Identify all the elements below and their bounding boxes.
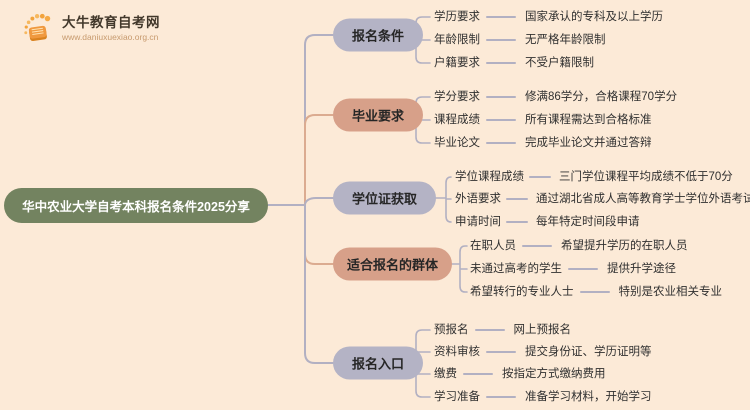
leaf-row: 毕业论文 完成毕业论文并通过答辩 — [434, 136, 652, 150]
dash-connector — [506, 198, 528, 200]
leaf-row: 年龄限制 无严格年龄限制 — [434, 33, 606, 47]
connector-branch-1 — [304, 34, 334, 206]
dash-connector — [463, 373, 493, 375]
leaf-row: 希望转行的专业人士 特别是农业相关专业 — [470, 285, 722, 299]
dash-connector — [486, 396, 516, 398]
dash-connector — [522, 245, 552, 247]
leaf-label: 在职人员 — [470, 240, 516, 252]
leaf-row: 在职人员 希望提升学历的在职人员 — [470, 239, 688, 253]
leaf-row: 预报名 网上预报名 — [434, 323, 571, 337]
leaf-row: 户籍要求 不受户籍限制 — [434, 56, 594, 70]
leaf-desc: 修满86学分，合格课程70学分 — [525, 91, 678, 103]
book-sunburst-icon — [24, 13, 51, 42]
leaf-label: 毕业论文 — [434, 137, 480, 149]
leaf-label: 资料审核 — [434, 346, 480, 358]
leaf-label: 申请时间 — [455, 216, 501, 228]
leaf-desc: 按指定方式缴纳费用 — [502, 368, 606, 380]
connector-branch-2 — [304, 114, 334, 206]
logo-text-block: 大牛教育自考网 www.daniuxuexiao.org.cn — [62, 15, 160, 42]
leaf-label: 希望转行的专业人士 — [470, 286, 574, 298]
dash-connector — [486, 96, 516, 98]
leaf-label: 年龄限制 — [434, 34, 480, 46]
dash-connector — [568, 268, 598, 270]
leaf-desc: 完成毕业论文并通过答辩 — [525, 137, 652, 149]
leaf-desc: 所有课程需达到合格标准 — [525, 114, 652, 126]
leaf-desc: 每年特定时间段申请 — [536, 216, 640, 228]
leaf-label: 学习准备 — [434, 391, 480, 403]
leaf-row: 学分要求 修满86学分，合格课程70学分 — [434, 90, 677, 104]
dash-connector — [486, 142, 516, 144]
leaf-desc: 国家承认的专科及以上学历 — [525, 11, 663, 23]
dash-connector — [529, 176, 551, 178]
dash-connector — [486, 62, 516, 64]
dash-connector — [486, 39, 516, 41]
leaf-row: 缴费 按指定方式缴纳费用 — [434, 367, 606, 381]
central-topic-node: 华中农业大学自考本科报名条件2025分享 — [4, 188, 268, 223]
dash-connector — [486, 119, 516, 121]
leaf-row: 课程成绩 所有课程需达到合格标准 — [434, 113, 652, 127]
connector-branch-4 — [304, 204, 334, 265]
leaf-row: 学习准备 准备学习材料，开始学习 — [434, 390, 652, 404]
leaf-desc: 希望提升学历的在职人员 — [561, 240, 688, 252]
logo-url: www.daniuxuexiao.org.cn — [62, 31, 159, 42]
leaf-desc: 无严格年龄限制 — [525, 34, 606, 46]
dash-connector — [506, 221, 528, 223]
leaf-label: 缴费 — [434, 368, 457, 380]
leaf-label: 户籍要求 — [434, 57, 480, 69]
leaf-desc: 准备学习材料，开始学习 — [525, 391, 652, 403]
leaf-row: 申请时间 每年特定时间段申请 — [455, 215, 640, 229]
leaf-row: 未通过高考的学生 提供升学途径 — [470, 262, 676, 276]
leaf-desc: 提交身份证、学历证明等 — [525, 346, 652, 358]
fork-branch-3 — [427, 176, 452, 223]
leaf-desc: 提供升学途径 — [607, 263, 676, 275]
leaf-label: 学历要求 — [434, 11, 480, 23]
leaf-row: 学历要求 国家承认的专科及以上学历 — [434, 10, 663, 24]
connector-branch-5 — [304, 204, 334, 364]
dash-connector — [579, 291, 610, 293]
leaf-label: 未通过高考的学生 — [470, 263, 562, 275]
leaf-row: 外语要求 通过湖北省成人高等教育学士学位外语考试 — [455, 192, 750, 206]
dash-connector — [486, 351, 516, 353]
branch-node-degree-certificate: 学位证获取 — [333, 181, 437, 215]
leaf-label: 预报名 — [434, 324, 469, 336]
leaf-desc: 通过湖北省成人高等教育学士学位外语考试 — [536, 193, 750, 205]
leaf-desc: 不受户籍限制 — [525, 57, 594, 69]
logo-title: 大牛教育自考网 — [62, 14, 160, 30]
leaf-label: 学分要求 — [434, 91, 480, 103]
connector-branch-3 — [304, 197, 334, 206]
site-logo: 大牛教育自考网 www.daniuxuexiao.org.cn — [22, 11, 160, 45]
leaf-desc: 特别是农业相关专业 — [618, 286, 723, 298]
leaf-label: 外语要求 — [455, 193, 501, 205]
branch-node-registration-conditions: 报名条件 — [333, 18, 424, 52]
leaf-row: 资料审核 提交身份证、学历证明等 — [434, 345, 652, 359]
leaf-desc: 三门学位课程平均成绩不低于70分 — [559, 171, 733, 183]
branch-node-suitable-groups: 适合报名的群体 — [333, 247, 453, 281]
fork-branch-4 — [445, 245, 468, 293]
branch-node-graduation-requirements: 毕业要求 — [333, 98, 424, 132]
dash-connector — [474, 329, 505, 331]
branch-node-registration-entrance: 报名入口 — [333, 346, 424, 380]
leaf-row: 学位课程成绩 三门学位课程平均成绩不低于70分 — [455, 170, 733, 184]
leaf-label: 学位课程成绩 — [455, 171, 524, 183]
dash-connector — [486, 16, 516, 18]
leaf-desc: 网上预报名 — [513, 324, 572, 336]
leaf-label: 课程成绩 — [434, 114, 480, 126]
